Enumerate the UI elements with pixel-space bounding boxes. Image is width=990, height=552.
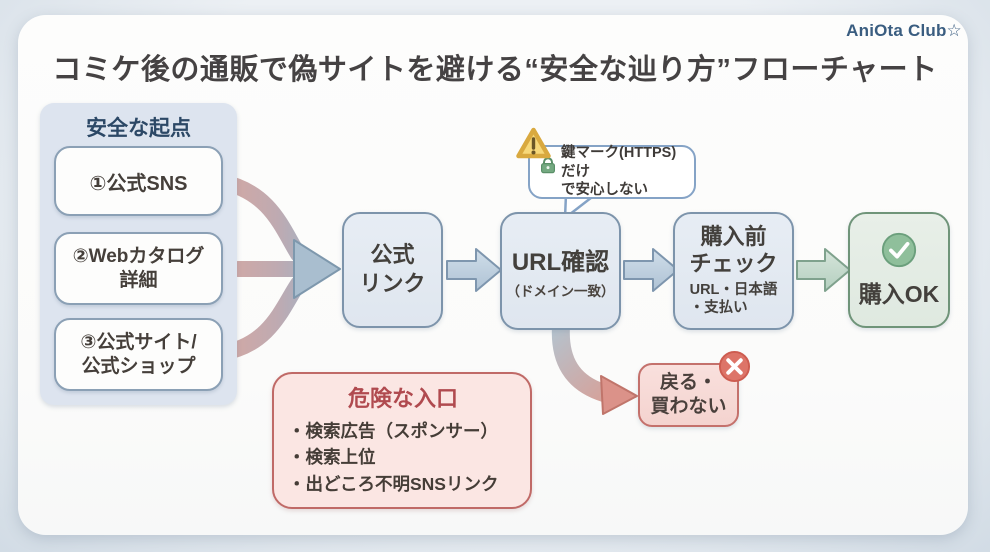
- source-official-site: ③公式サイト/ 公式ショップ: [54, 318, 223, 391]
- node-pre-purchase-check: 購入前 チェック URL・日本語 ・支払い: [673, 212, 794, 330]
- source-label: 公式ショップ: [81, 355, 196, 377]
- node-label: リンク: [359, 271, 426, 296]
- x-circle-icon: [718, 350, 751, 383]
- node-url-check: URL確認 （ドメイン一致）: [500, 212, 621, 330]
- node-notes: URL・日本語 ・支払い: [690, 281, 778, 317]
- node-label: 買わない: [650, 396, 727, 417]
- https-callout-bubble: 鍵マーク(HTTPS)だけ で安心しない: [516, 127, 696, 201]
- page-title: コミケ後の通販で偽サイトを避ける“安全な辿り方”フローチャート: [52, 54, 938, 86]
- source-web-catalog: ②Webカタログ 詳細: [54, 232, 223, 305]
- node-sublabel: （ドメイン一致）: [506, 284, 615, 299]
- brand-label: AniOta Club☆: [846, 21, 962, 40]
- node-purchase-ok: 購入OK: [848, 212, 950, 328]
- source-official-sns: ①公式SNS: [54, 146, 223, 216]
- node-note: URL・日本語: [689, 282, 778, 299]
- source-label: ①公式SNS: [89, 172, 188, 195]
- danger-list: ・検索広告（スポンサー） ・検索上位 ・出どころ不明SNSリンク: [288, 418, 518, 497]
- danger-title: 危険な入口: [347, 386, 458, 411]
- node-note: ・支払い: [689, 300, 748, 317]
- callout-line: 鍵マーク(HTTPS)だけ: [561, 144, 677, 180]
- node-label: URL確認: [511, 249, 610, 276]
- source-label: ③公式サイト/: [80, 331, 197, 353]
- source-label: ②Webカタログ: [72, 245, 205, 267]
- safe-origin-panel: 安全な起点 ①公式SNS ②Webカタログ 詳細 ③公式サイト/ 公式ショップ: [40, 103, 237, 405]
- lock-icon: [540, 156, 556, 173]
- node-go-back: 戻る・ 買わない: [638, 350, 751, 427]
- warning-triangle-icon: [516, 127, 551, 159]
- danger-item: ・出どころ不明SNSリンク: [288, 473, 499, 494]
- safe-origin-title: 安全な起点: [86, 117, 191, 140]
- node-label: チェック: [689, 250, 778, 276]
- node-label: 購入前: [700, 224, 767, 250]
- callout-line: で安心しない: [561, 182, 648, 199]
- node-label: 公式: [370, 242, 415, 268]
- danger-item: ・検索上位: [288, 447, 376, 468]
- danger-entrances-box: 危険な入口 ・検索広告（スポンサー） ・検索上位 ・出どころ不明SNSリンク: [272, 372, 532, 509]
- node-official-link: 公式 リンク: [342, 212, 443, 328]
- callout-text: 鍵マーク(HTTPS)だけ で安心しない: [561, 144, 686, 201]
- check-circle-icon: [880, 231, 918, 269]
- danger-item: ・検索広告（スポンサー）: [288, 421, 498, 441]
- source-label: 詳細: [119, 269, 158, 291]
- node-label: 戻る・: [659, 372, 717, 394]
- node-label: 購入OK: [858, 281, 940, 307]
